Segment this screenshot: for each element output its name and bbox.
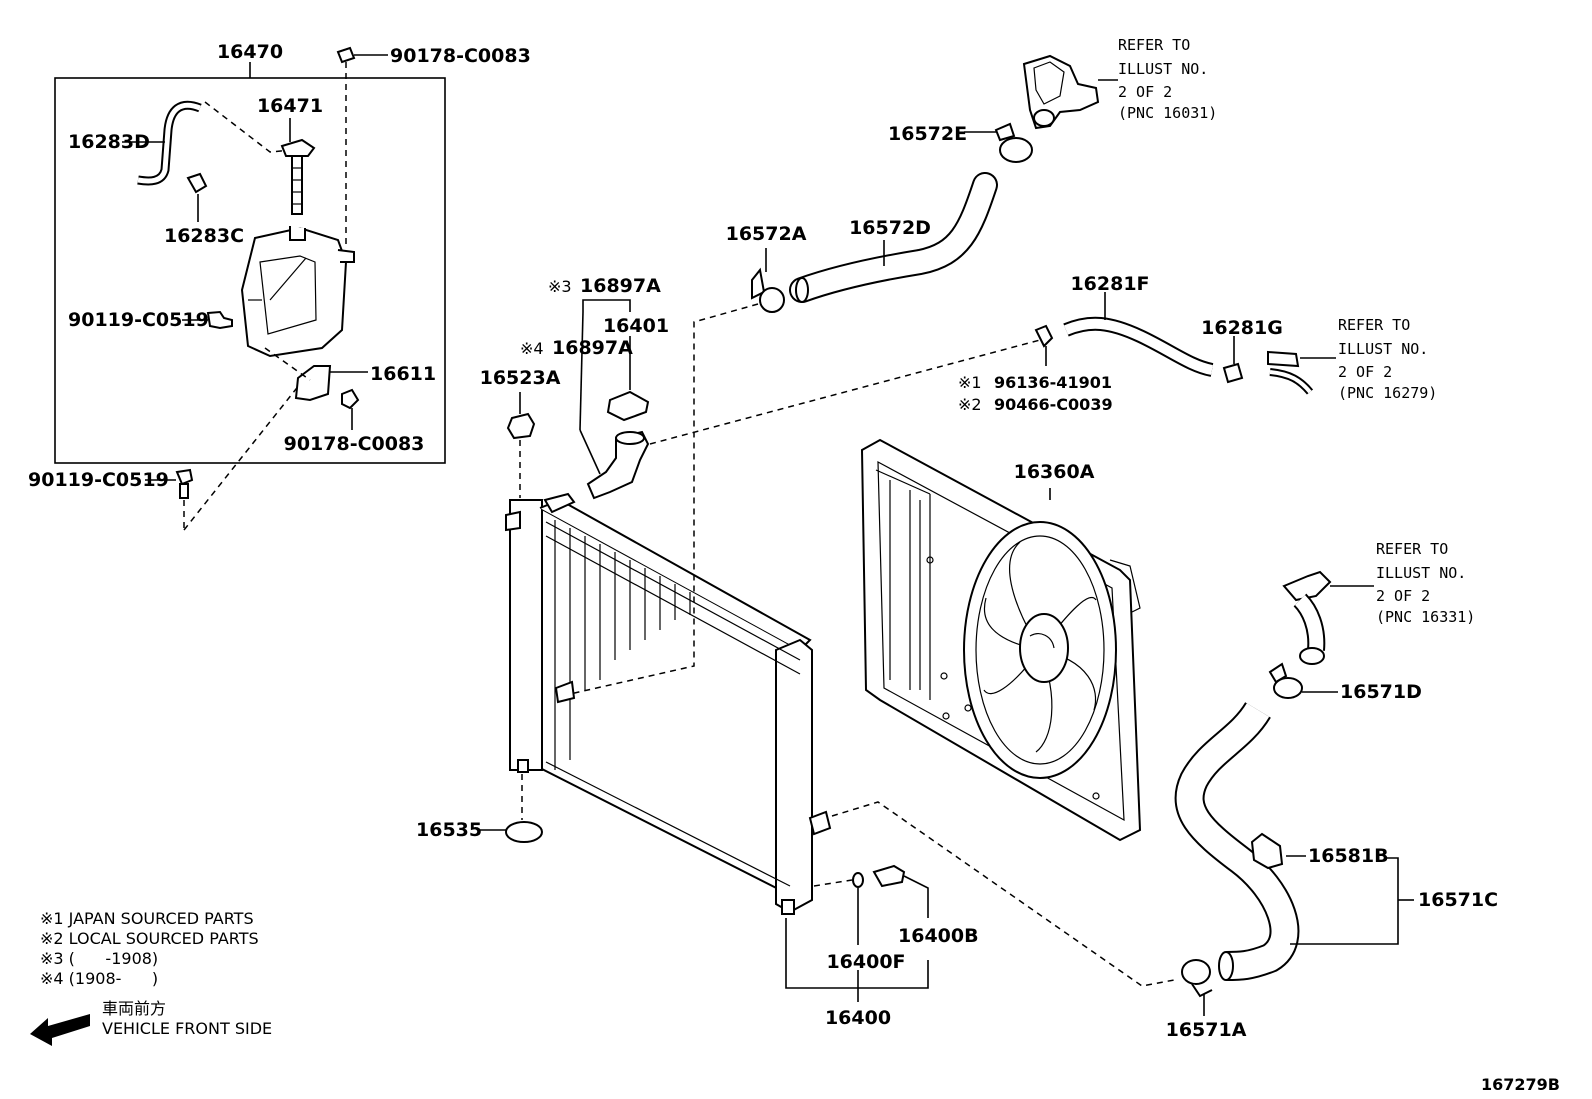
label-16897A-3[interactable]: 16897A [580,275,661,297]
drain-plug-parts [785,864,929,1002]
clamp-16572E [964,122,1033,163]
label-16400B[interactable]: 16400B [898,925,979,947]
label-16400[interactable]: 16400 [825,1007,891,1029]
cushion-16523A [506,392,536,498]
ref2-line4[interactable]: (PNC 16279) [1338,384,1437,402]
mark-4: ※4 [520,339,544,358]
label-16611[interactable]: 16611 [370,363,436,385]
mark-3: ※3 [548,277,572,296]
label-16571D[interactable]: 16571D [1340,681,1422,703]
label-90119-outer[interactable]: 90119-C0519 [28,469,169,491]
ref1-line1: REFER TO [1118,36,1190,54]
label-16401[interactable]: 16401 [603,315,669,337]
label-16281F[interactable]: 16281F [1070,273,1149,295]
legend-line-3: ※3 ( -1908) [40,949,158,968]
clamp-16571D [1268,662,1338,699]
ref2-line3: 2 OF 2 [1338,363,1392,381]
diagram-id: 167279B [1481,1075,1560,1094]
reservoir-cap-16471 [280,118,316,215]
clamp-96136-90466 [1034,324,1054,366]
radiator-core [505,492,832,915]
bracket-16611 [264,347,368,402]
label-16283D[interactable]: 16283D [68,131,150,153]
clamp-16581B [1250,832,1306,870]
front-label-en: VEHICLE FRONT SIDE [102,1019,272,1038]
nut-90178-lower [341,388,360,430]
radiator-cap-16401 [606,336,650,422]
filler-neck-16897A [579,299,1041,500]
part-labels: 16470 90178-C0083 16471 16283D 16283C 90… [28,41,1498,1041]
label-90178-lower[interactable]: 90178-C0083 [284,433,425,455]
upper-hose-16572D [789,172,998,303]
reference-16031: REFER TO ILLUST NO. 2 OF 2 (PNC 16031) [1118,36,1217,122]
hose-16281F [1063,292,1214,377]
label-16470[interactable]: 16470 [217,41,283,63]
water-outlet-ref-16031 [1022,54,1118,130]
mark-1: ※1 [958,373,982,392]
label-16572A[interactable]: 16572A [726,223,807,245]
reference-16279: REFER TO ILLUST NO. 2 OF 2 (PNC 16279) [1338,316,1437,402]
label-90119-inner[interactable]: 90119-C0519 [68,309,209,331]
reservoir-assembly-frame [54,62,446,464]
label-16535[interactable]: 16535 [416,819,482,841]
ref3-line2: ILLUST NO. [1376,564,1466,582]
lower-hose-16571C [1174,701,1414,981]
label-16471[interactable]: 16471 [257,95,323,117]
label-16400F[interactable]: 16400F [826,951,905,973]
label-90178-top[interactable]: 90178-C0083 [390,45,531,67]
bolt-90119-inner [182,310,233,330]
label-16897A-4[interactable]: 16897A [552,337,633,359]
ref3-line3: 2 OF 2 [1376,587,1430,605]
front-label-jp: 車両前方 [102,999,166,1018]
label-16281G[interactable]: 16281G [1201,317,1283,339]
label-16572E[interactable]: 16572E [888,123,967,145]
bolt-90119-outer [145,383,301,531]
label-16571A[interactable]: 16571A [1166,1019,1247,1041]
reservoir-tank [240,226,355,358]
label-96136-41901[interactable]: 96136-41901 [994,373,1112,392]
mark-2: ※2 [958,395,982,414]
ref1-line2: ILLUST NO. [1118,60,1208,78]
pipe-ref-16279 [1267,350,1336,395]
breather-hose-16283D [122,100,202,186]
clamp-16572A [569,248,785,695]
legend-line-4: ※4 (1908- ) [40,969,158,988]
cushion-16535 [478,774,543,843]
label-16572D[interactable]: 16572D [849,217,931,239]
legend-line-1: ※1 JAPAN SOURCED PARTS [40,909,254,928]
clamp-16281G [1222,336,1244,384]
legend-line-2: ※2 LOCAL SOURCED PARTS [40,929,259,948]
ref1-line3: 2 OF 2 [1118,83,1172,101]
vehicle-front-arrow-icon [30,1014,90,1046]
clamp-16571A [1181,959,1213,1016]
label-16523A[interactable]: 16523A [480,367,561,389]
nut-90178-top [336,46,388,246]
ref2-line1: REFER TO [1338,316,1410,334]
ref1-line4[interactable]: (PNC 16031) [1118,104,1217,122]
reference-16331: REFER TO ILLUST NO. 2 OF 2 (PNC 16331) [1376,540,1475,626]
label-16581B[interactable]: 16581B [1308,845,1389,867]
label-16283C[interactable]: 16283C [164,225,244,247]
label-16360A[interactable]: 16360A [1014,461,1095,483]
label-90466-C0039[interactable]: 90466-C0039 [994,395,1113,414]
label-16571C[interactable]: 16571C [1418,889,1498,911]
pipe-ref-16331 [1282,570,1374,665]
hose-clip-16283C [186,172,208,222]
ref2-line2: ILLUST NO. [1338,340,1428,358]
legend-notes: ※1 JAPAN SOURCED PARTS ※2 LOCAL SOURCED … [40,909,272,1038]
ref3-line4[interactable]: (PNC 16331) [1376,608,1475,626]
ref3-line1: REFER TO [1376,540,1448,558]
fan-shroud-16360A [860,438,1142,842]
